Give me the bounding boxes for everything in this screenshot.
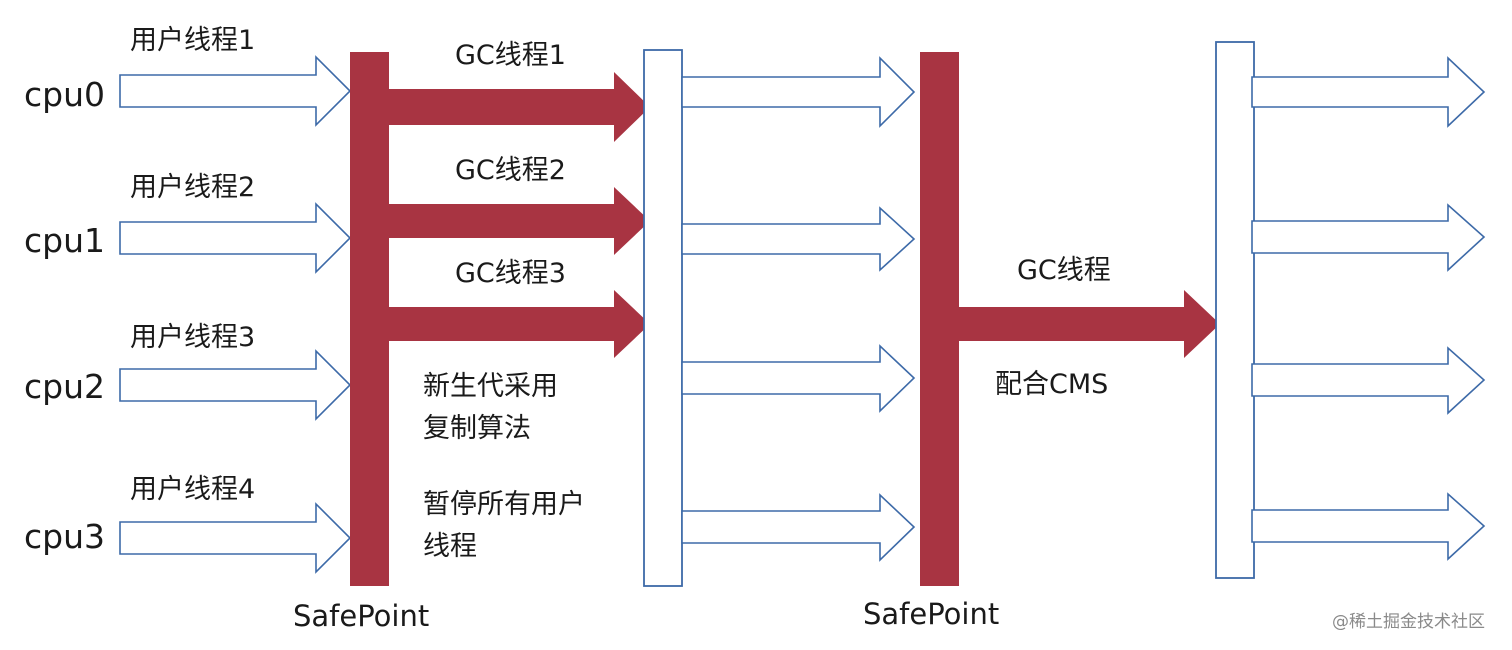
cpu2-label: cpu2 — [24, 367, 105, 406]
old-gen-gc-arrow — [959, 290, 1220, 358]
final-thread-3-arrow — [1251, 346, 1486, 415]
safepoint-bar-1 — [350, 52, 389, 586]
final-thread-4-arrow — [1251, 492, 1486, 561]
gc-thread-2-arrow — [389, 187, 650, 255]
cms-label: 配合CMS — [995, 369, 1108, 400]
gc-thread-3-arrow — [389, 290, 650, 358]
gc-complete-box-1 — [643, 49, 683, 587]
resumed-thread-2-arrow — [681, 206, 916, 272]
user-thread-3-arrow — [119, 349, 352, 421]
gc-thread-3-label: GC线程3 — [455, 258, 566, 289]
user-thread-2-arrow — [119, 202, 352, 274]
user-thread-1-label: 用户线程1 — [130, 25, 255, 56]
stop-note-line1: 暂停所有用户 — [423, 489, 585, 520]
gc-thread-1-arrow — [389, 72, 650, 142]
resumed-thread-3-arrow — [681, 344, 916, 413]
gc-thread-1-label: GC线程1 — [455, 40, 566, 71]
cpu3-label: cpu3 — [24, 517, 105, 556]
safepoint-bar-2 — [920, 52, 959, 586]
user-thread-2-label: 用户线程2 — [130, 172, 255, 203]
young-gen-note-line2: 复制算法 — [423, 413, 531, 444]
watermark: @稀土掘金技术社区 — [1332, 612, 1485, 632]
user-thread-4-label: 用户线程4 — [130, 474, 255, 505]
stop-note-line2: 线程 — [423, 531, 477, 562]
resumed-thread-1-arrow — [681, 56, 916, 128]
final-thread-2-arrow — [1251, 203, 1486, 272]
gc-thread-2-label: GC线程2 — [455, 155, 566, 186]
cpu0-label: cpu0 — [24, 75, 105, 114]
user-thread-3-label: 用户线程3 — [130, 322, 255, 353]
old-gen-gc-label: GC线程 — [1017, 255, 1111, 286]
young-gen-note-line1: 新生代采用 — [423, 371, 558, 402]
user-thread-4-arrow — [119, 502, 352, 574]
safepoint-2-label: SafePoint — [863, 597, 999, 631]
user-thread-1-arrow — [119, 55, 352, 127]
gc-complete-box-2 — [1215, 41, 1255, 579]
final-thread-1-arrow — [1251, 56, 1486, 128]
cpu1-label: cpu1 — [24, 221, 105, 260]
resumed-thread-4-arrow — [681, 493, 916, 562]
safepoint-1-label: SafePoint — [293, 599, 429, 633]
